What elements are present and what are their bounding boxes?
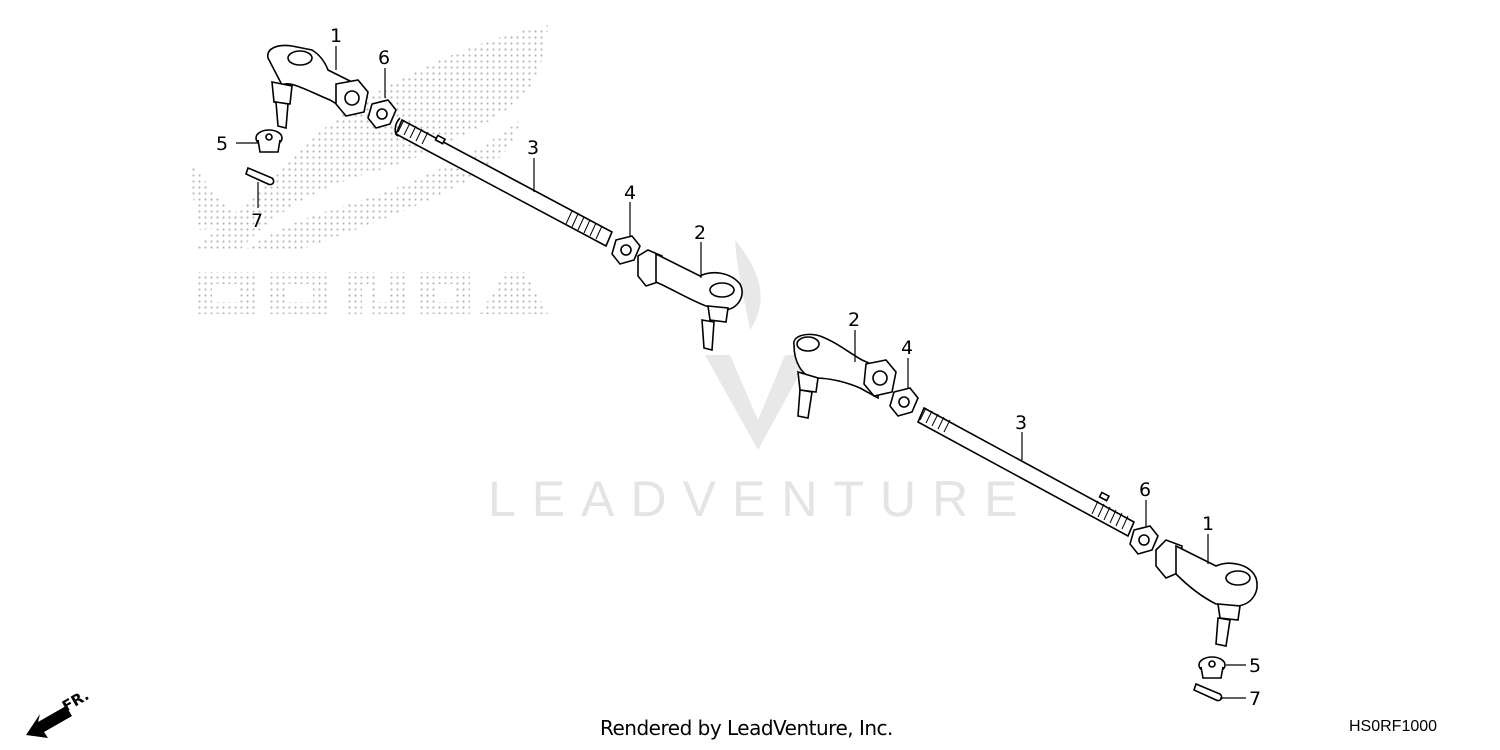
callout-1-right: 1 bbox=[1202, 513, 1214, 535]
callout-5-right: 5 bbox=[1249, 655, 1261, 677]
callout-7-left: 7 bbox=[251, 210, 263, 232]
tie-rod-right bbox=[916, 406, 1136, 538]
callout-4-right: 4 bbox=[901, 337, 913, 359]
callout-4-left: 4 bbox=[624, 182, 636, 204]
callout-2-left: 2 bbox=[694, 222, 706, 244]
callout-labels: 1 6 5 7 3 4 2 2 4 3 6 1 5 7 bbox=[216, 25, 1261, 710]
callout-6-left: 6 bbox=[378, 47, 390, 69]
lock-nut-left bbox=[367, 99, 397, 129]
callout-7-right: 7 bbox=[1249, 688, 1261, 710]
tie-rod-end-outer-right bbox=[1155, 539, 1258, 647]
callout-6-right: 6 bbox=[1139, 479, 1151, 501]
rendered-by-credit: Rendered by LeadVenture, Inc. bbox=[600, 716, 893, 740]
lock-nut-inner-left bbox=[611, 235, 641, 265]
diagram-code: HS0RF1000 bbox=[1349, 718, 1438, 735]
callout-3-left: 3 bbox=[527, 137, 539, 159]
front-arrow-icon bbox=[26, 706, 72, 738]
callout-3-right: 3 bbox=[1015, 412, 1027, 434]
leadventure-watermark-text: LEADVENTURE bbox=[488, 471, 1034, 527]
leader-lines bbox=[236, 46, 1246, 699]
honda-logo-text bbox=[195, 272, 548, 314]
tie-rod-left bbox=[394, 117, 614, 248]
tie-rod-end-outer-left bbox=[267, 44, 369, 130]
cotter-pin-left bbox=[245, 166, 275, 186]
callout-2-right: 2 bbox=[848, 309, 860, 331]
castle-nut-right bbox=[1198, 656, 1226, 679]
left-tie-rod-assembly bbox=[245, 44, 743, 352]
callout-1-left: 1 bbox=[330, 25, 342, 47]
leadventure-watermark-logo bbox=[705, 240, 810, 450]
tie-rod-end-inner-right bbox=[793, 333, 897, 419]
callout-5-left: 5 bbox=[216, 133, 228, 155]
lock-nut-right bbox=[1129, 525, 1159, 555]
right-tie-rod-assembly bbox=[793, 333, 1258, 702]
tie-rod-end-inner-left bbox=[637, 249, 743, 352]
lock-nut-inner-right bbox=[889, 387, 919, 417]
front-direction-indicator: FR. bbox=[26, 686, 92, 738]
cotter-pin-right bbox=[1193, 682, 1223, 702]
honda-wing-logo bbox=[190, 25, 548, 314]
castle-nut-left bbox=[255, 129, 283, 153]
